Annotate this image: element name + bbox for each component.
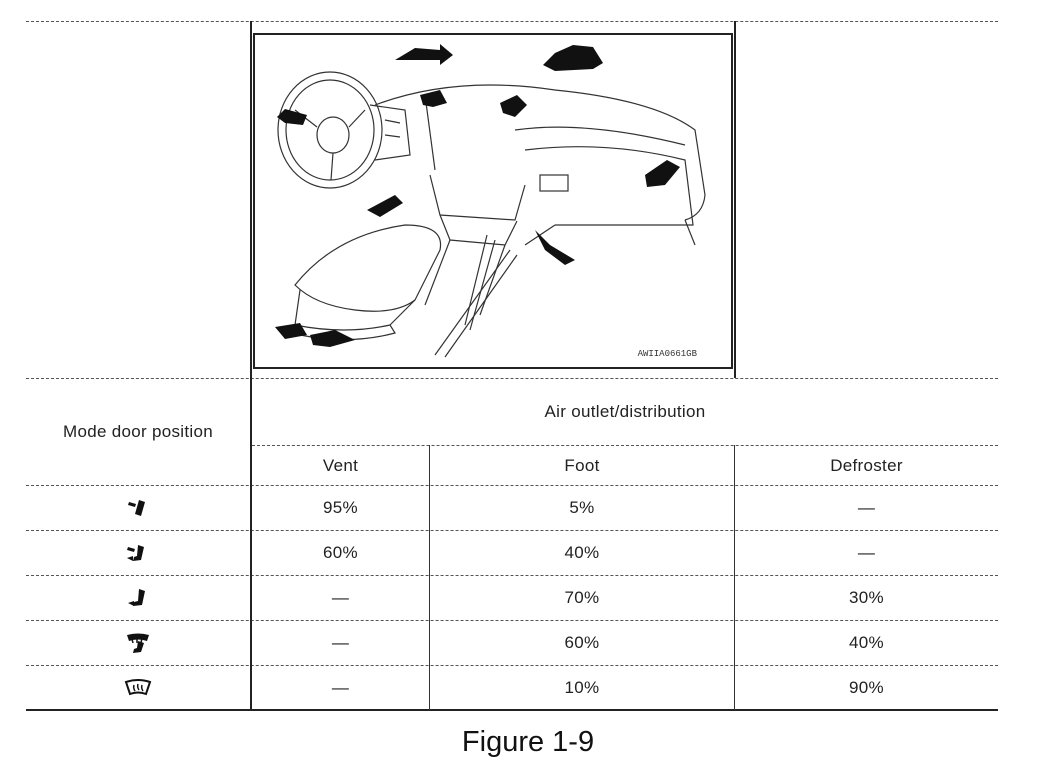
- table-row-3-vent: —: [331, 588, 350, 607]
- vent-foot-divider: [429, 445, 430, 711]
- table-row-1-defroster: —: [857, 498, 876, 517]
- defrost-mode-icon: [26, 666, 250, 709]
- foot-defrost-mode-icon: [26, 621, 250, 665]
- table-row-2-defroster: —: [857, 543, 876, 562]
- row-rule-3: [26, 620, 998, 621]
- foot-mode-icon: [26, 576, 250, 620]
- vent-column-header: Vent: [322, 455, 359, 475]
- row-rule-4: [26, 665, 998, 666]
- bottom-rule: [26, 709, 998, 711]
- defroster-column-header: Defroster: [830, 455, 903, 475]
- vehicle-interior-drawing: [275, 44, 706, 358]
- table-row-5-vent: —: [331, 677, 350, 697]
- top-rule: [26, 21, 998, 22]
- table-row-1-vent: 95%: [323, 498, 358, 517]
- table-row-4-defroster: 40%: [849, 633, 884, 652]
- table-row-2-foot: 40%: [564, 543, 600, 562]
- row-rule-2: [26, 575, 998, 576]
- column-header-rule: [26, 485, 998, 486]
- air-outlet-distribution-header: Air outlet/distribution: [544, 402, 706, 421]
- figure-caption: Figure 1-9: [461, 726, 595, 758]
- bi-level-mode-icon: [26, 531, 250, 575]
- table-row-3-defroster: 30%: [849, 588, 884, 607]
- table-row-3-foot: 70%: [564, 588, 600, 607]
- table-row-2-vent: 60%: [323, 543, 358, 562]
- header-rule: [26, 378, 998, 379]
- row-rule-1: [26, 530, 998, 531]
- table-row-1-foot: 5%: [569, 498, 595, 517]
- table-row-4-vent: —: [331, 633, 350, 652]
- table-row-5-foot: 10%: [564, 677, 600, 697]
- foot-column-header: Foot: [564, 455, 600, 475]
- table-row-4-foot: 60%: [564, 633, 600, 652]
- foot-defroster-divider: [734, 445, 735, 711]
- first-column-divider: [250, 21, 252, 711]
- group-header-rule: [252, 445, 998, 446]
- table-row-5-defroster: 90%: [849, 677, 884, 697]
- air-distribution-illustration: AWIIA0661GB: [253, 33, 733, 369]
- mode-door-position-header: Mode door position: [63, 422, 213, 441]
- vent-mode-icon: [26, 486, 250, 530]
- illustration-code: AWIIA0661GB: [637, 349, 697, 359]
- illustration-right-divider: [734, 21, 736, 378]
